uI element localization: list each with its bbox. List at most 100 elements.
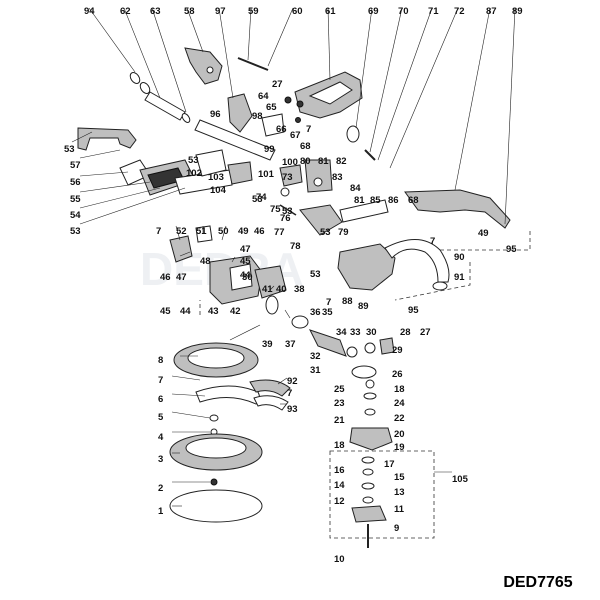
callout-32: 32 (310, 351, 321, 362)
callout-68: 68 (408, 195, 419, 206)
callout-2: 2 (158, 483, 163, 494)
callout-53: 53 (252, 194, 263, 205)
callout-11: 11 (394, 504, 405, 515)
callout-53: 53 (282, 206, 293, 217)
callout-27: 27 (272, 79, 283, 90)
callout-53: 53 (188, 155, 199, 166)
callout-3: 3 (158, 454, 163, 465)
callout-80: 80 (300, 156, 311, 167)
callout-38: 38 (294, 284, 305, 295)
callout-102: 102 (186, 168, 202, 179)
callout-58: 58 (184, 6, 195, 17)
callout-53: 53 (310, 269, 321, 280)
callout-44: 44 (180, 306, 191, 317)
callout-18: 18 (394, 384, 405, 395)
callout-85: 85 (370, 195, 381, 206)
callout-59: 59 (248, 6, 259, 17)
callout-88: 88 (342, 296, 353, 307)
model-code: DED7765 (503, 574, 572, 591)
callout-25: 25 (334, 384, 345, 395)
callout-18: 18 (334, 440, 345, 451)
callout-44: 44 (240, 270, 251, 281)
callout-35: 35 (322, 307, 333, 318)
callout-45: 45 (240, 256, 251, 267)
callout-66: 66 (276, 124, 287, 135)
callout-40: 40 (276, 284, 287, 295)
callout-16: 16 (334, 465, 345, 476)
callout-4: 4 (158, 432, 164, 443)
callout-69: 69 (368, 6, 379, 17)
callout-87: 87 (486, 6, 497, 17)
callout-101: 101 (258, 169, 275, 180)
callout-46: 46 (254, 226, 265, 237)
callout-91: 91 (454, 272, 465, 283)
callout-82: 82 (336, 156, 347, 167)
callout-79: 79 (338, 227, 349, 238)
callout-7: 7 (306, 124, 311, 135)
callout-68: 68 (300, 141, 311, 152)
callout-60: 60 (292, 6, 303, 17)
callout-54: 54 (70, 210, 81, 221)
callout-7: 7 (430, 236, 435, 247)
callout-41: 41 (262, 284, 273, 295)
callout-92: 92 (287, 376, 298, 387)
callout-99: 99 (264, 144, 275, 155)
callout-57: 57 (70, 160, 81, 171)
callout-78: 78 (290, 241, 301, 252)
leader-lines (71, 7, 516, 507)
callout-39: 39 (262, 339, 273, 350)
callout-7: 7 (158, 375, 163, 386)
callout-95: 95 (408, 305, 419, 316)
callout-23: 23 (334, 398, 345, 409)
callout-49: 49 (478, 228, 489, 239)
callout-90: 90 (454, 252, 465, 263)
dashed-guides (199, 230, 531, 539)
callout-105: 105 (452, 474, 469, 485)
callout-10: 10 (334, 554, 345, 565)
callout-50: 50 (218, 226, 229, 237)
callout-62: 62 (120, 6, 131, 17)
callout-53: 53 (320, 227, 331, 238)
callout-93: 93 (287, 404, 298, 415)
callout-13: 13 (394, 487, 405, 498)
callout-9: 9 (394, 523, 399, 534)
callout-36: 36 (310, 307, 321, 318)
callout-1: 1 (158, 506, 164, 517)
callout-15: 15 (394, 472, 405, 483)
callout-81: 81 (354, 195, 365, 206)
callout-19: 19 (394, 442, 405, 453)
callout-98: 98 (252, 111, 263, 122)
callout-7: 7 (287, 388, 292, 399)
callout-29: 29 (392, 345, 403, 356)
callout-52: 52 (176, 226, 187, 237)
callout-71: 71 (428, 6, 439, 17)
parts-drawings (77, 47, 511, 548)
callout-72: 72 (454, 6, 465, 17)
callout-81: 81 (318, 156, 329, 167)
callout-14: 14 (334, 480, 345, 491)
callout-34: 34 (336, 327, 347, 338)
callout-45: 45 (160, 306, 171, 317)
callout-84: 84 (350, 183, 361, 194)
callout-20: 20 (394, 429, 405, 440)
callout-31: 31 (310, 365, 321, 376)
callout-86: 86 (388, 195, 399, 206)
callout-104: 104 (210, 185, 227, 196)
callout-96: 96 (210, 109, 221, 120)
callout-94: 94 (84, 6, 95, 17)
callout-56: 56 (70, 177, 81, 188)
callout-61: 61 (325, 6, 336, 17)
callout-64: 64 (258, 91, 269, 102)
callout-70: 70 (398, 6, 409, 17)
callout-37: 37 (285, 339, 296, 350)
callout-53: 53 (64, 144, 75, 155)
callout-75: 75 (270, 204, 281, 215)
callout-53: 53 (70, 226, 81, 237)
callout-42: 42 (230, 306, 241, 317)
callout-73: 73 (282, 172, 293, 183)
callout-47: 47 (240, 244, 251, 255)
callout-26: 26 (392, 369, 403, 380)
callout-22: 22 (394, 413, 405, 424)
